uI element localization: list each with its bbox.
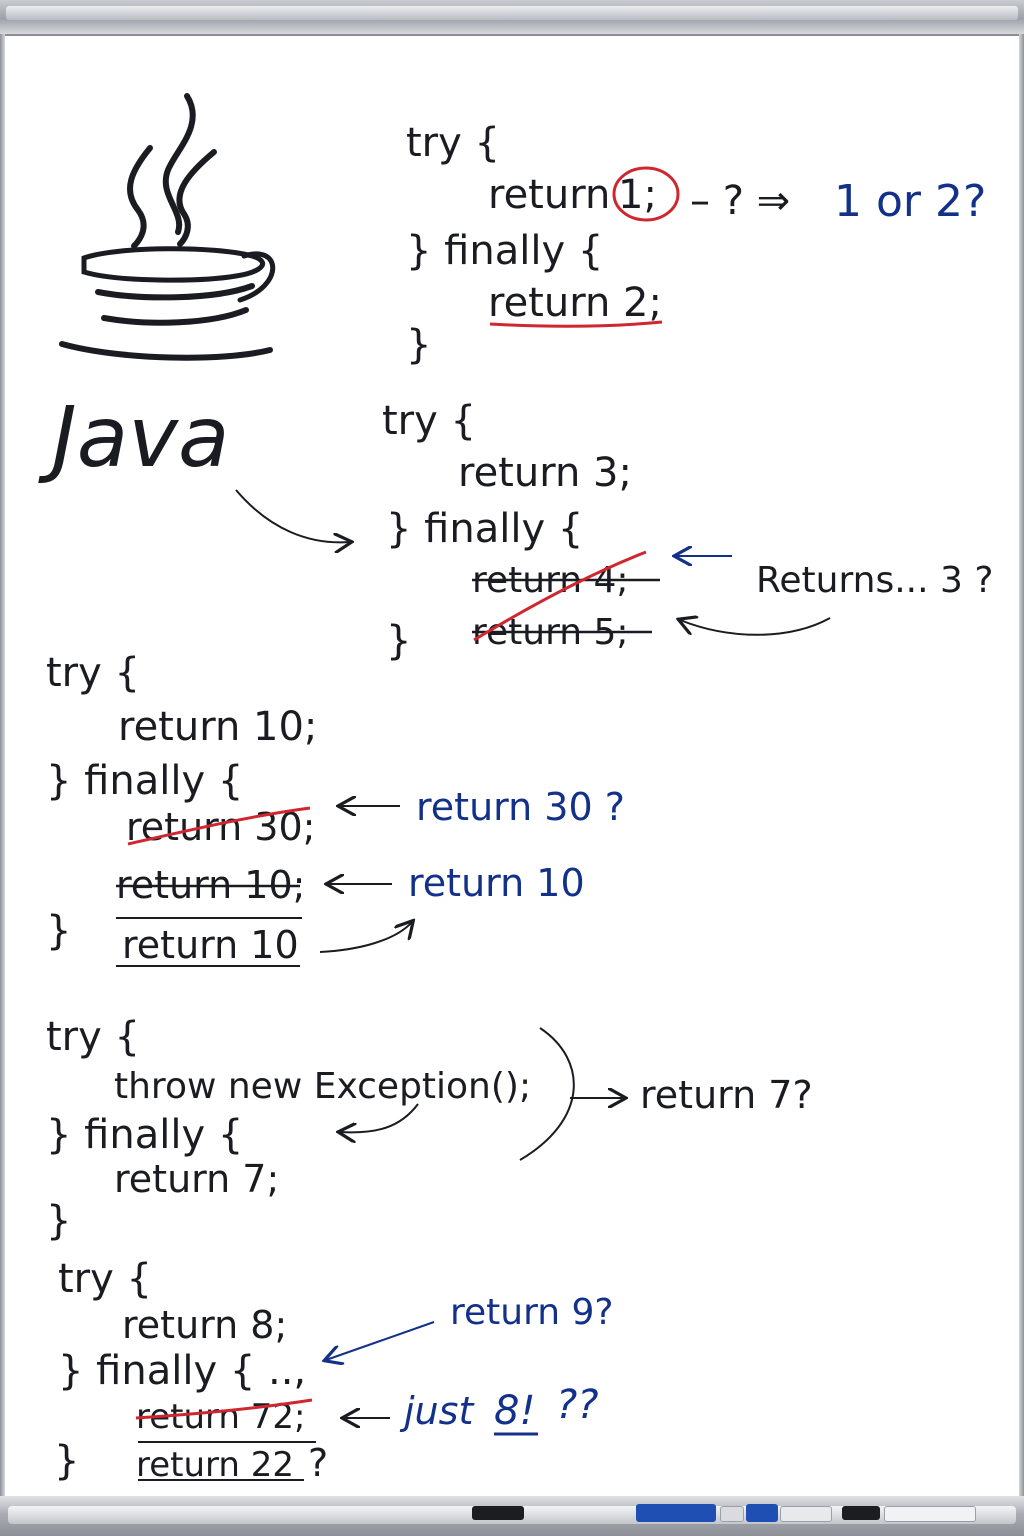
blue-marker-icon[interactable] (636, 1504, 716, 1522)
block5-note-1: return 9? (450, 1292, 614, 1333)
block2-try-open: try { (382, 398, 476, 444)
java-coffee-cup-logo-icon (59, 93, 276, 361)
whiteboard-frame-right (1019, 34, 1024, 1498)
block4-arrow-left (340, 1103, 419, 1132)
block1-finally-return: return 2; (488, 280, 662, 326)
block5-finally-open: } finally { .., (58, 1348, 306, 1394)
eraser-icon[interactable] (780, 1506, 832, 1522)
block1-note-arrow: – ? ⇒ (690, 178, 790, 224)
block1-close: } (406, 322, 431, 368)
whiteboard-frame-top (0, 0, 1024, 36)
block2-note: Returns... 3 ? (756, 560, 993, 601)
white-marker-icon[interactable] (884, 1506, 976, 1522)
block1-red-underline (489, 320, 663, 328)
block1-try-open: try { (406, 120, 500, 166)
block1-note-answer: 1 or 2? (834, 176, 986, 227)
block3-return: return 10; (118, 704, 317, 750)
block2-red-cross (473, 550, 647, 642)
block4-bracket (519, 1027, 575, 1161)
block1-return-keyword: return (488, 172, 610, 218)
block4-finally-open: } finally { (46, 1112, 243, 1158)
block5-note-2-suffix: ?? (556, 1382, 598, 1428)
java-wordmark: Java (38, 388, 229, 486)
block2-return: return 3; (458, 450, 632, 496)
marker-cap-icon (720, 1506, 744, 1522)
block3-final-line: return 10 (122, 923, 299, 967)
block4-try-open: try { (46, 1014, 140, 1060)
block3-red-strike (127, 806, 311, 846)
block2-finally-open: } finally { (386, 506, 583, 552)
block4-note: return 7? (640, 1073, 813, 1117)
block3-note-1: return 30 ? (416, 785, 625, 829)
block3-note-2: return 10 (408, 861, 585, 905)
block4-throw: throw new Exception(); (114, 1066, 531, 1107)
block5-close: } (54, 1438, 79, 1484)
block5-note-2-value: 8! (494, 1388, 535, 1434)
block5-question: ? (308, 1441, 328, 1485)
block2-close: } (386, 618, 411, 664)
block2-black-arrow (680, 618, 831, 636)
whiteboard-frame-left (0, 34, 5, 1498)
logo-to-block2-arrow (235, 489, 350, 542)
block3-finally-open: } finally { (46, 758, 243, 804)
block3-curve-arrow (319, 922, 412, 953)
black-marker-icon[interactable] (472, 1506, 524, 1520)
block5-try-open: try { (58, 1256, 152, 1302)
block1-red-circle (612, 166, 680, 222)
block1-finally-open: } finally { (406, 228, 603, 274)
block4-close: } (46, 1198, 71, 1244)
block5-note-2-prefix: just (399, 1389, 475, 1433)
block5-red-strike (135, 1398, 313, 1420)
block3-close: } (46, 908, 71, 954)
blue-marker-cap-icon[interactable] (746, 1504, 778, 1522)
block1-return-value: 1; (618, 172, 657, 218)
frame-top-highlight (6, 6, 1018, 20)
block5-blue-arrow (326, 1321, 435, 1360)
block5-final-line: return 22 (136, 1445, 294, 1485)
block4-return: return 7; (114, 1157, 279, 1201)
block3-try-open: try { (46, 650, 140, 696)
black-marker-2-icon[interactable] (842, 1506, 880, 1520)
block5-return: return 8; (122, 1303, 287, 1347)
